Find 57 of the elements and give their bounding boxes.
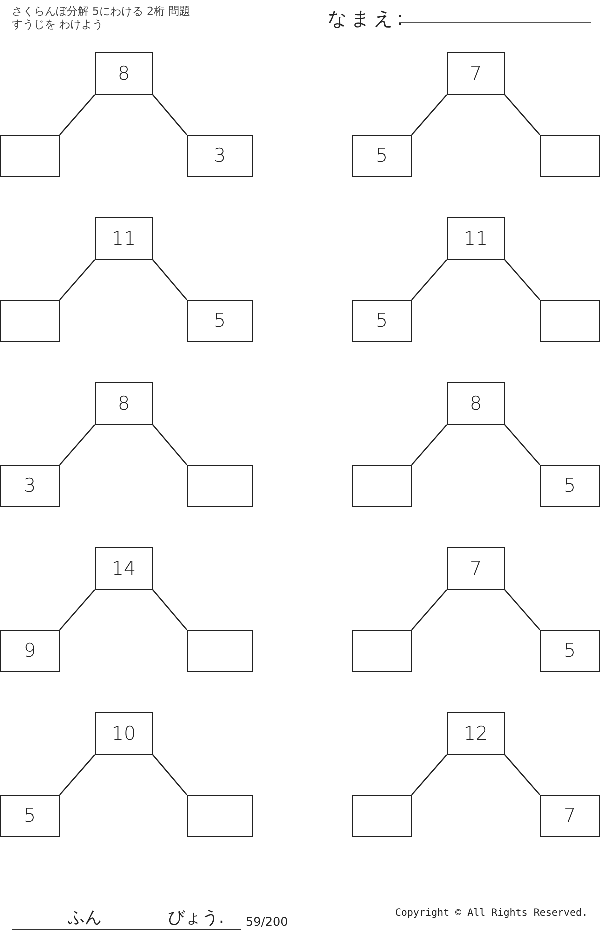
connector-line xyxy=(152,94,188,136)
answer-box xyxy=(187,465,253,507)
answer-box xyxy=(352,630,412,672)
answer-box xyxy=(187,795,253,837)
connector-line xyxy=(60,424,96,466)
connector-line xyxy=(152,754,188,796)
number-box: 5 xyxy=(540,630,600,672)
answer-box xyxy=(352,465,412,507)
connector-line xyxy=(412,94,448,136)
number-box: 5 xyxy=(0,795,60,837)
answer-box xyxy=(0,300,60,342)
copyright-text: Copyright © All Rights Reserved. xyxy=(395,908,588,919)
number-box: 7 xyxy=(447,547,505,590)
time-label: ふん xyxy=(68,907,102,929)
number-box: 11 xyxy=(447,217,505,260)
connector-line xyxy=(504,260,540,300)
connector-line xyxy=(152,260,188,300)
answer-box xyxy=(540,135,600,177)
number-box: 8 xyxy=(95,382,153,425)
connector-line xyxy=(504,424,540,466)
answer-box xyxy=(0,135,60,177)
number-box: 5 xyxy=(352,135,412,177)
time-label: びょう. xyxy=(168,907,224,929)
answer-box xyxy=(187,630,253,672)
number-box: 7 xyxy=(447,52,505,95)
connector-line xyxy=(504,590,540,630)
connector-line xyxy=(412,260,448,300)
number-box: 12 xyxy=(447,712,505,755)
connector-line xyxy=(412,754,448,796)
number-box: 3 xyxy=(0,465,60,507)
number-box: 14 xyxy=(95,547,153,590)
number-box: 3 xyxy=(187,135,253,177)
connector-line xyxy=(152,590,188,630)
page-number: 59/200 xyxy=(246,915,288,929)
number-box: 7 xyxy=(540,795,600,837)
number-box: 10 xyxy=(95,712,153,755)
connector-line xyxy=(412,590,448,630)
title: さくらんぼ分解 5にわける 2桁 問題 xyxy=(12,5,190,18)
answer-box xyxy=(352,795,412,837)
connector-line xyxy=(60,260,96,300)
number-box: 9 xyxy=(0,630,60,672)
number-box: 8 xyxy=(447,382,505,425)
connector-line xyxy=(60,754,96,796)
connector-line xyxy=(504,754,540,796)
number-box: 11 xyxy=(95,217,153,260)
connector-line xyxy=(152,424,188,466)
connector-line xyxy=(60,590,96,630)
subtitle: すうじを わけよう xyxy=(12,18,104,31)
name-label: なまえ: xyxy=(328,7,408,32)
number-box: 5 xyxy=(352,300,412,342)
answer-box xyxy=(540,300,600,342)
connector-line xyxy=(412,424,448,466)
number-box: 5 xyxy=(540,465,600,507)
connector-line xyxy=(504,94,540,136)
number-box: 8 xyxy=(95,52,153,95)
number-box: 5 xyxy=(187,300,253,342)
connector-line xyxy=(60,94,96,136)
